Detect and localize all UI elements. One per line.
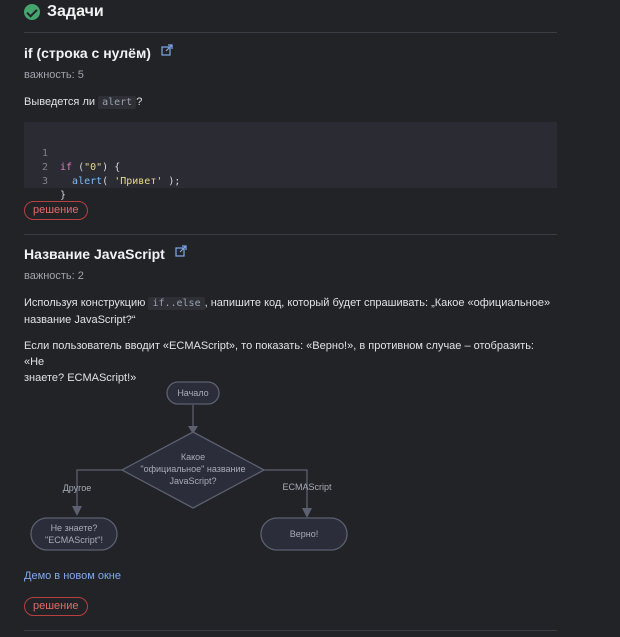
solution-button[interactable]: решение	[24, 597, 88, 616]
task-2-condition: Если пользователь вводит «ECMAScript», т…	[24, 340, 534, 384]
open-link-icon[interactable]	[175, 245, 187, 257]
flow-right-result-label: Верно!	[290, 529, 319, 539]
flow-left-result-line: "ECMAScript"!	[45, 535, 103, 545]
inline-code: alert	[98, 96, 137, 109]
flow-left-result-line: Не знаете?	[51, 523, 98, 533]
flow-right-edge-label: ECMAScript	[282, 482, 332, 492]
task-1-title: if (строка с нулём)	[24, 44, 173, 61]
code-block: 1 if ("0") { 2 alert( 'Привет' ); 3 }	[24, 122, 557, 201]
flow-decision-line: Какое	[181, 452, 205, 462]
task-1-importance: важность: 5	[24, 69, 84, 81]
open-link-icon[interactable]	[161, 44, 173, 56]
task-2-title: Название JavaScript	[24, 245, 187, 262]
flow-left-result-node	[30, 517, 118, 551]
flow-start-label: Начало	[177, 388, 208, 398]
solution-button[interactable]: решение	[24, 201, 88, 220]
task-2-description: Используя конструкцию if..else, напишите…	[24, 297, 551, 326]
code-line: 1 if ("0") {	[41, 148, 121, 173]
task-1-title-text[interactable]: if (строка с нулём)	[24, 45, 151, 61]
task-1-question: Выведется ли alert?	[24, 96, 143, 109]
task-2-title-text[interactable]: Название JavaScript	[24, 246, 165, 262]
flow-decision-node	[120, 431, 266, 509]
divider	[24, 234, 557, 235]
section-header: Задачи	[24, 0, 104, 24]
flow-decision-line: "официальное" название	[140, 464, 245, 474]
divider	[24, 32, 557, 33]
flow-start-node	[166, 381, 220, 405]
task-2-importance: важность: 2	[24, 270, 84, 282]
demo-link[interactable]: Демо в новом окне	[24, 570, 121, 582]
code-line: 3 }	[41, 176, 67, 201]
flow-decision-line: JavaScript?	[169, 476, 216, 486]
check-circle-icon	[24, 4, 40, 20]
flowchart: Начало Какое "официальное" название Java…	[30, 381, 348, 551]
section-title: Задачи	[47, 3, 104, 20]
flow-left-edge-label: Другое	[63, 483, 92, 493]
inline-code: if..else	[148, 297, 205, 310]
flow-right-result-node	[260, 517, 348, 551]
code-line: 2 alert( 'Привет' );	[41, 162, 181, 187]
divider	[24, 630, 557, 631]
